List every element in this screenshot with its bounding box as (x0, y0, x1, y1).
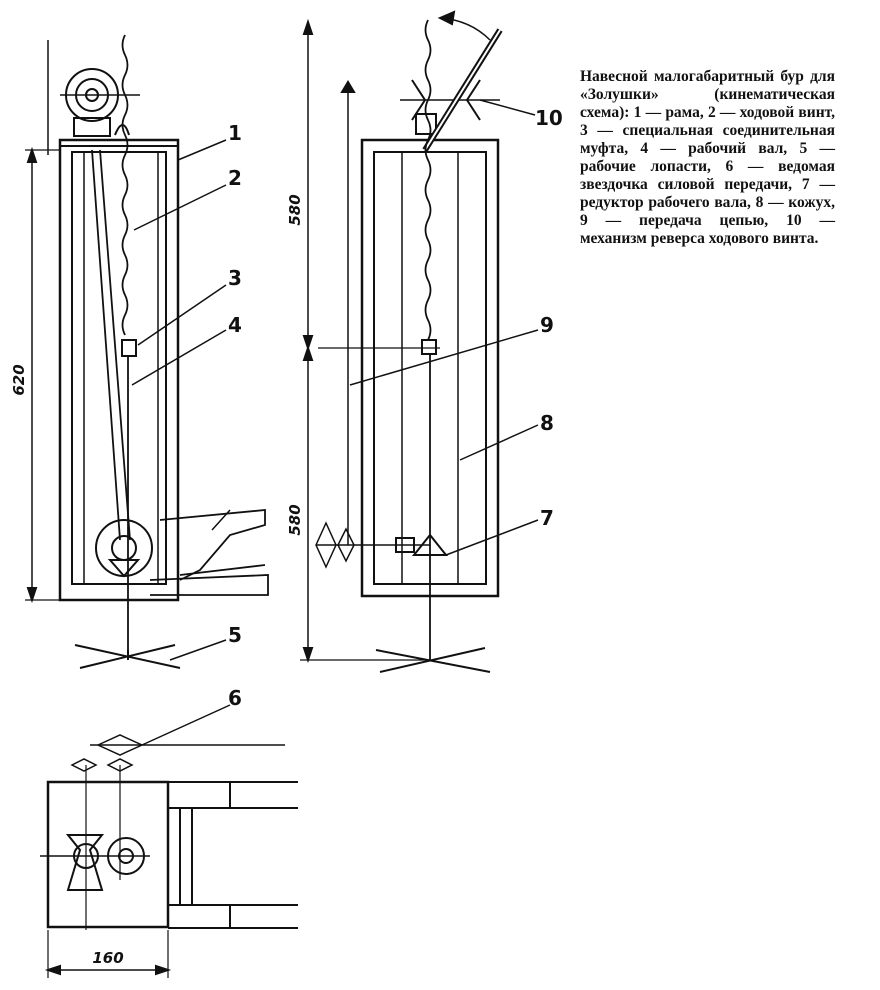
frame (58, 138, 180, 602)
dim-160: 160 (92, 949, 123, 967)
caption-legend: 1 — рама, 2 — ходовой винт, 3 — специаль… (580, 104, 835, 247)
callout-8: 8 (540, 411, 554, 435)
coupling (121, 339, 137, 357)
blades (74, 644, 181, 669)
callout-6: 6 (228, 686, 242, 710)
lower-sprocket (95, 519, 153, 577)
dim-620: 620 (10, 364, 28, 395)
drive-screw (121, 34, 129, 336)
callout-1: 1 (228, 121, 242, 145)
callout-5: 5 (228, 623, 242, 647)
callout-9: 9 (540, 313, 554, 337)
gearbox (411, 533, 449, 556)
callout-10: 10 (535, 106, 563, 130)
caption-title: Навесной малогабаритный бур для «Золушки… (580, 68, 835, 121)
callout-2: 2 (228, 166, 242, 190)
callout-4: 4 (228, 313, 242, 337)
plan-view (40, 704, 298, 978)
callout-7: 7 (540, 506, 554, 530)
dim-580-upper: 580 (286, 194, 304, 225)
caption: Навесной малогабаритный бур для «Золушки… (580, 68, 835, 248)
left-view (25, 34, 269, 669)
right-view (300, 10, 503, 673)
callout-3: 3 (228, 266, 242, 290)
dim-580-lower: 580 (286, 504, 304, 535)
